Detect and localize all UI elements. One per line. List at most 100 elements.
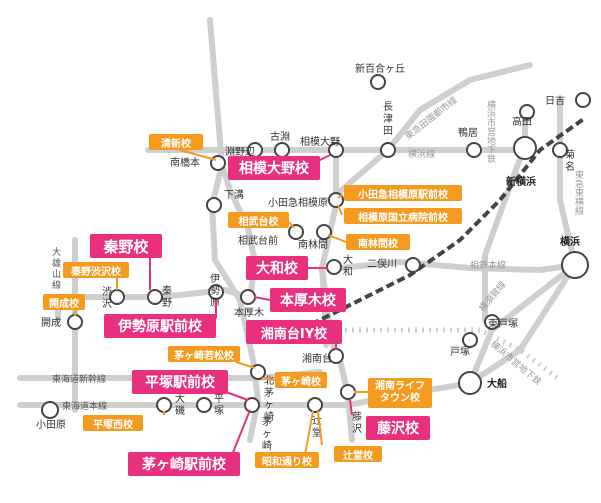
label-hadano-1: 秦 [162, 284, 172, 297]
school-sagamihara-hospital[interactable]: 相模原国立病院前校 [344, 208, 462, 224]
label-ofuna: 大船 [487, 377, 507, 390]
sotetsu-line [337, 259, 578, 273]
station-circle-yokohama[interactable] [561, 251, 589, 279]
label-hiratsuka-1: 平 [214, 394, 224, 405]
station-circle-isehara[interactable] [208, 284, 224, 300]
station-circle-minami-rinkan[interactable] [316, 224, 332, 240]
station-circle-chigasaki[interactable] [244, 397, 260, 413]
leader-showa-dori [304, 410, 314, 456]
school-yamato[interactable]: 大和校 [246, 256, 308, 280]
station-circle-shibusawa[interactable] [109, 289, 125, 305]
label-minami-rinkan: 南林間 [298, 238, 328, 251]
school-fujisawa[interactable]: 藤沢校 [366, 416, 430, 440]
label-sagami-ono: 相模大野 [300, 135, 340, 148]
label-sagamidai: 相武台前 [238, 234, 278, 247]
label-hashimoto: 南橋本 [170, 156, 200, 169]
station-circle-totsuka[interactable] [462, 332, 478, 348]
label-odakyu-sagamihara: 小田急相模原 [268, 196, 328, 209]
station-markers [41, 74, 591, 419]
station-circle-takata[interactable] [519, 104, 535, 120]
leader-chigasaki-school [261, 377, 276, 381]
leader-sagamidai [288, 221, 295, 229]
label-higashi-totsuka: 東戸塚 [488, 317, 518, 330]
school-shonan-life-line2: タウン校 [380, 393, 420, 404]
station-circle-kamoi[interactable] [466, 142, 482, 158]
station-circle-kikuna[interactable] [552, 142, 568, 158]
orange-leaders [74, 149, 368, 456]
station-circle-fujisawa[interactable] [340, 384, 356, 400]
station-circle-futamatagawa[interactable] [405, 257, 421, 273]
station-circle-kaisei[interactable] [67, 314, 83, 330]
label-shibusawa-2: 沢 [102, 297, 112, 310]
school-kaisei[interactable]: 開成校 [43, 294, 85, 310]
label-takata: 高田 [512, 115, 532, 128]
school-hiratsuka-nishi[interactable]: 平塚西校 [83, 415, 143, 431]
leader-hiratsuka [225, 391, 249, 401]
label-tsujido-2: 堂 [312, 427, 322, 439]
leader-minami-rinkan [327, 234, 347, 243]
label-kikuna-1: 菊 [565, 149, 575, 161]
label-shin-yurigaoka: 新百合ヶ丘 [355, 62, 405, 75]
school-chigasaki[interactable]: 茅ヶ崎駅前校 [128, 452, 240, 476]
station-circle-shin-yurigaoka[interactable] [370, 74, 386, 90]
school-minami-rinkan[interactable]: 南林間校 [346, 234, 410, 250]
label-hon-atsugi: 本厚木 [234, 306, 264, 319]
station-circle-hiyoshi[interactable] [575, 92, 591, 108]
station-circle-odawara[interactable] [41, 401, 59, 419]
school-shonan-life-town[interactable]: 湘南ライフ タウン校 [368, 378, 432, 408]
school-shonandai[interactable]: 湘南台IY校 [246, 320, 342, 344]
station-circle-nagatsuta[interactable] [380, 142, 396, 158]
school-hon-atsugi[interactable]: 本厚木校 [270, 288, 346, 312]
dotted-line [345, 327, 562, 382]
station-circle-hon-atsugi[interactable] [240, 289, 256, 305]
school-sagami-ono[interactable]: 相模大野校 [228, 156, 320, 180]
school-isehara[interactable]: 伊勢原駅前校 [104, 314, 216, 338]
school-chigasaki-school[interactable]: 茅ヶ崎校 [275, 372, 327, 388]
school-hiratsuka[interactable]: 平塚駅前校 [132, 370, 228, 394]
leader-tsujido [317, 410, 323, 446]
station-labels: 新百合ヶ丘 相模大野 古淵 淵野辺 南橋本 下溝 小田急相模原 相武台前 南林間… [36, 62, 580, 431]
school-sagamidai[interactable]: 相武台校 [228, 212, 289, 228]
label-oyama-3: 山 [52, 269, 61, 280]
pink-leaders [149, 154, 353, 456]
label-blue-line-v: 横浜市営地下鉄 [485, 99, 496, 164]
toyoko-line [557, 97, 578, 268]
tokaido-main-line [17, 262, 578, 408]
label-yokosuka-line: 横須賀線 [476, 279, 508, 314]
label-kita-chigasaki-4: 崎 [264, 410, 274, 423]
station-circle-shimomizo[interactable] [206, 197, 222, 213]
station-circle-sagami-ono[interactable] [328, 142, 344, 158]
station-circle-sagamidai[interactable] [288, 224, 304, 240]
school-showa-dori[interactable]: 昭和通り校 [255, 452, 319, 468]
station-circle-hadano[interactable] [147, 289, 163, 305]
label-kobuchi: 古淵 [270, 130, 290, 143]
station-circle-yamato[interactable] [326, 259, 342, 275]
label-shibusawa-1: 渋 [102, 285, 112, 298]
label-odawara: 小田原 [36, 419, 66, 431]
station-circle-higashi-totsuka[interactable] [484, 314, 500, 330]
school-tsujido[interactable]: 辻堂校 [334, 446, 382, 462]
station-circle-hashimoto[interactable] [210, 155, 226, 171]
label-fujisawa-2: 沢 [352, 422, 362, 435]
station-circle-kobuchi[interactable] [274, 142, 290, 158]
label-kita-chigasaki-3: ヶ [264, 400, 274, 411]
label-fujisawa-1: 藤 [352, 411, 362, 423]
label-hiyoshi: 日吉 [545, 95, 565, 107]
school-hadano[interactable]: 秦野校 [90, 234, 162, 258]
label-nagatsuta-3: 田 [383, 126, 393, 137]
station-circle-oiso[interactable] [156, 397, 172, 413]
station-circle-tsujido[interactable] [307, 397, 323, 413]
school-odakyu-sagamihara-ekimae[interactable]: 小田急相模原駅前校 [344, 185, 462, 201]
school-hadano-shibusawa[interactable]: 秦野渋沢校 [63, 262, 129, 278]
label-yamato-2: 和 [343, 266, 353, 278]
leader-hon-atsugi [253, 296, 271, 301]
station-circle-hiratsuka[interactable] [196, 397, 212, 413]
label-totsuka: 戸塚 [450, 346, 470, 358]
station-circle-ofuna[interactable] [458, 371, 482, 395]
school-chigasaki-wakamatsu[interactable]: 茅ヶ崎若松校 [168, 346, 240, 362]
school-kiyoshin[interactable]: 清新校 [149, 134, 203, 150]
label-kamoi: 鴨居 [458, 126, 478, 139]
yokosuka-line [467, 262, 578, 386]
dark-dashed-line [289, 116, 587, 337]
station-circle-shin-yokohama[interactable] [513, 136, 537, 160]
